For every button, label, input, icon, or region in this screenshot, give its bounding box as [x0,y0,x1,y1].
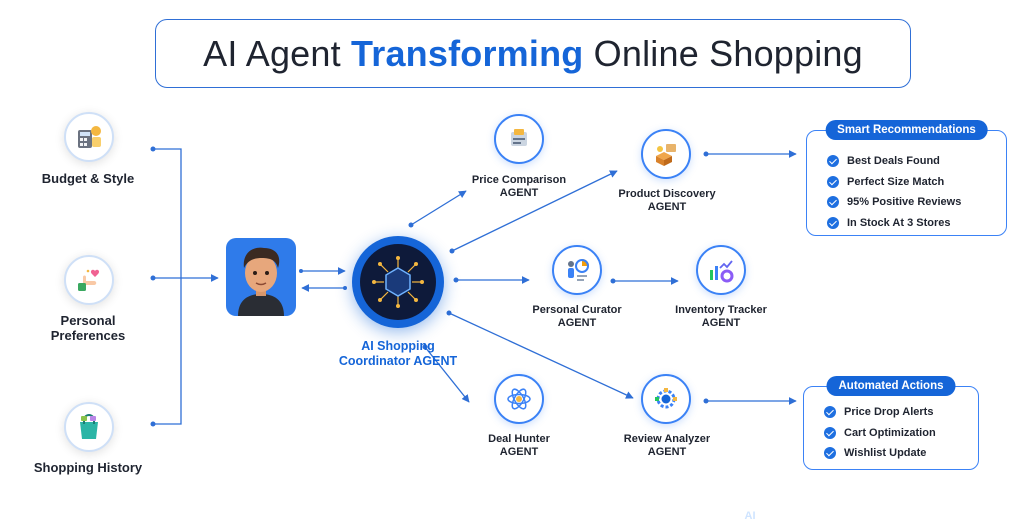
budget-style-node[interactable] [64,112,114,162]
ai-chip-label: AI [744,510,756,522]
smart-recommendations-list: Best Deals Found Perfect Size Match 95% … [827,151,961,233]
page-title: AI Agent Transforming Online Shopping [155,19,911,88]
deal-hunter-line-2: AGENT [499,446,539,458]
price-tag-icon [511,129,527,146]
list-item: Price Drop Alerts [824,402,936,423]
product-discovery-node[interactable] [641,129,691,179]
list-item: Cart Optimization [824,423,936,444]
coordinator-label-line-2: Coordinator AGENT [338,354,458,368]
budget-style-label: Budget & Style [41,171,135,186]
ai-coordinator-node[interactable]: AI [352,236,756,522]
to-price-comparison-arrow [410,190,467,226]
list-item: In Stock At 3 Stores [827,213,961,234]
review-analyzer-node[interactable] [641,374,691,424]
automated-actions-list: Price Drop Alerts Cart Optimization Wish… [824,402,936,464]
title-part-1: AI Agent [203,32,352,74]
title-part-2: Online Shopping [583,32,863,74]
to-product-discovery-arrow [451,170,618,252]
inventory-tracker-line-1: Inventory Tracker [675,304,767,316]
shopping-bag-icon [80,414,98,439]
shopping-history-node[interactable] [64,402,114,452]
ai-coordinator-chip: AI [360,244,756,522]
boxes-icon [656,144,676,166]
smart-recommendations-title: Smart Recommendations [825,120,988,140]
price-comparison-line-2: AGENT [499,187,539,199]
list-item: Perfect Size Match [827,172,961,193]
to-deal-hunter-arrow [424,346,470,403]
personal-label-line-1: Personal [60,313,116,328]
product-discovery-line-1: Product Discovery [618,188,716,200]
personal-curator-line-2: AGENT [557,317,597,329]
input-bracket-line [153,148,182,425]
personal-preferences-label: Personal Preferences [28,313,148,343]
review-analyzer-label: Review Analyzer AGENT [606,433,728,459]
to-review-analyzer-arrow [448,312,634,399]
personal-preferences-node[interactable] [64,255,114,305]
check-icon [827,196,839,209]
deal-hunter-label: Deal Hunter AGENT [459,433,579,459]
inventory-tracker-label: Inventory Tracker AGENT [661,304,781,330]
product-discovery-line-2: AGENT [647,201,687,213]
user-avatar-icon [238,247,284,316]
person-chart-icon [568,259,589,281]
deal-hunter-node[interactable] [494,374,544,424]
coordinator-label-line-1: AI Shopping [361,339,435,353]
check-icon [827,216,839,229]
inventory-tracker-line-2: AGENT [701,317,741,329]
check-icon [824,426,836,439]
gear-analysis-icon [655,388,677,409]
calculator-icon [78,126,101,148]
personal-curator-label: Personal Curator AGENT [517,304,637,330]
title-highlight: Transforming [351,32,584,74]
price-comparison-line-1: Price Comparison [471,174,567,186]
automated-actions-panel: Automated Actions Price Drop Alerts Cart… [803,376,979,470]
check-icon [824,447,836,460]
personal-label-line-2: Preferences [50,328,126,343]
heart-hand-icon [78,269,100,291]
shopping-history-label: Shopping History [33,460,143,475]
review-analyzer-line-2: AGENT [647,446,687,458]
check-icon [827,155,839,168]
product-discovery-label: Product Discovery AGENT [606,188,728,214]
ai-chip-icon [372,256,424,308]
deal-hunter-line-1: Deal Hunter [488,433,550,445]
automated-actions-title: Automated Actions [826,376,956,396]
personal-curator-line-1: Personal Curator [532,304,622,316]
personal-curator-node[interactable] [552,245,602,295]
price-comparison-label: Price Comparison AGENT [459,174,579,200]
review-analyzer-line-1: Review Analyzer [623,433,711,445]
price-comparison-node[interactable] [494,114,544,164]
atom-target-icon [507,388,531,410]
user-avatar[interactable] [226,238,296,316]
coordinator-label: AI Shopping Coordinator AGENT [328,339,468,369]
list-item: Wishlist Update [824,443,936,464]
inventory-tracker-node[interactable] [696,245,746,295]
smart-recommendations-panel: Smart Recommendations Best Deals Found P… [806,120,1007,236]
check-icon [827,175,839,188]
list-item: Best Deals Found [827,151,961,172]
check-icon [824,406,836,419]
list-item: 95% Positive Reviews [827,192,961,213]
inventory-chart-icon [710,260,734,283]
